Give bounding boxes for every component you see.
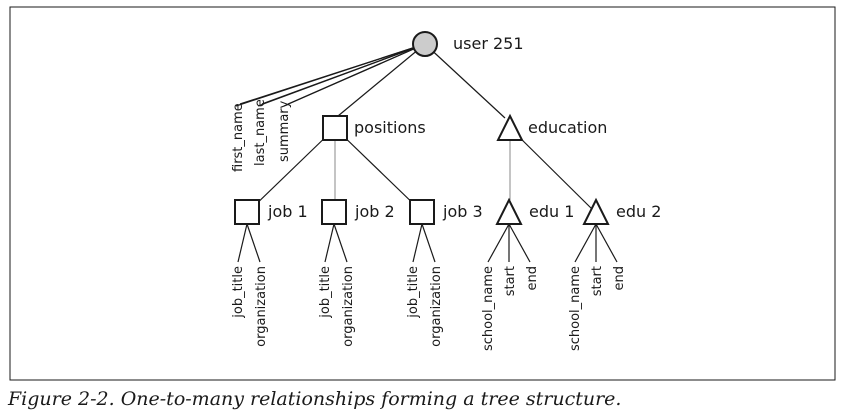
edge-positions-job1 (247, 127, 336, 213)
edu1-attr-school-name: school_name (481, 266, 496, 351)
job1-attribute-edges (237, 223, 261, 263)
root-attribute-edges (235, 43, 426, 107)
job3-node-square (409, 199, 435, 225)
edu1-attr-end: end (525, 266, 540, 291)
job3-attr-organization: organization (429, 266, 444, 347)
edge-education-edu2 (509, 127, 596, 213)
edu1-label: edu 1 (529, 202, 574, 221)
job2-attribute-edges (324, 223, 348, 263)
job1-label: job 1 (267, 202, 308, 221)
root-attr-first-name: first_name (231, 103, 246, 172)
job1-attr-organization: organization (254, 266, 269, 347)
edge-root-positions (337, 43, 426, 117)
edu2-attr-school-name: school_name (568, 266, 583, 351)
job2-attr-job-title: job_title (318, 266, 333, 319)
positions-node-square (322, 115, 348, 141)
education-node-triangle (496, 113, 524, 141)
root-attr-summary: summary (277, 100, 292, 162)
edu2-attribute-edges (574, 223, 618, 263)
edu2-node-triangle (582, 197, 610, 225)
edu1-node-triangle (495, 197, 523, 225)
positions-label: positions (354, 118, 426, 137)
edge-positions-job3 (334, 127, 423, 213)
education-label: education (528, 118, 607, 137)
edge-root-education (424, 43, 506, 119)
job1-attr-job-title: job_title (231, 266, 246, 319)
edu2-attr-start: start (590, 266, 605, 296)
job2-attr-organization: organization (341, 266, 356, 347)
edu2-label: edu 2 (616, 202, 661, 221)
root-label: user 251 (453, 34, 524, 53)
job3-attribute-edges (412, 223, 436, 263)
job3-label: job 3 (442, 202, 483, 221)
edu2-attr-end: end (612, 266, 627, 291)
edu1-attribute-edges (487, 223, 531, 263)
edu1-attr-start: start (503, 266, 518, 296)
job3-attr-job-title: job_title (406, 266, 421, 319)
figure-caption: Figure 2-2. One-to-many relationships fo… (8, 388, 622, 410)
diagram-frame (9, 6, 836, 381)
job2-label: job 2 (354, 202, 395, 221)
root-attr-last-name: last_name (253, 99, 268, 166)
job1-node-square (234, 199, 260, 225)
root-node-circle (412, 31, 438, 57)
job2-node-square (321, 199, 347, 225)
